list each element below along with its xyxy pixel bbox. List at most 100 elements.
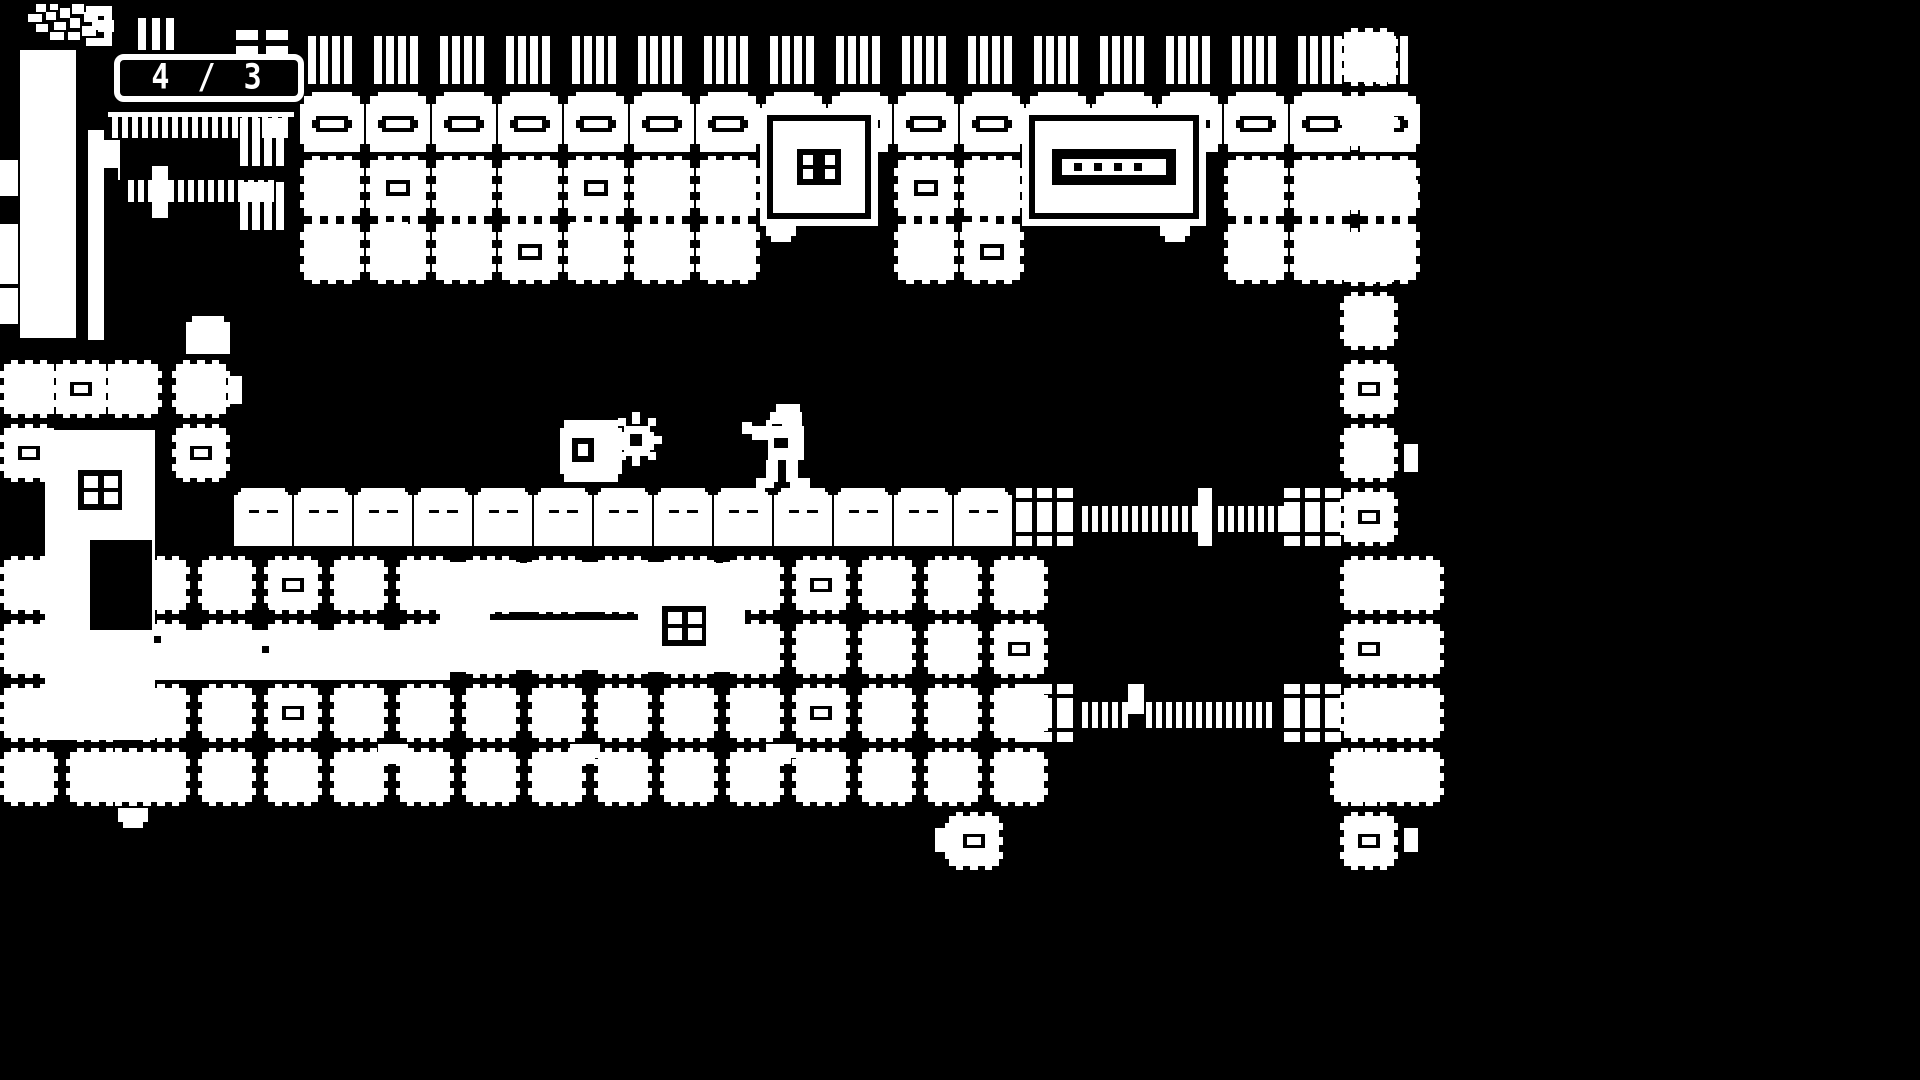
- tile-pod: [414, 488, 472, 546]
- tile-grate: [828, 28, 892, 92]
- tile-brick: [858, 748, 916, 806]
- flame-pixel: [82, 26, 96, 36]
- tile-brick: [330, 556, 388, 614]
- tile-brick: [396, 684, 454, 742]
- tile-brick: [1340, 92, 1398, 150]
- tile-pill: [894, 92, 958, 156]
- pipe-valve: [1128, 684, 1144, 714]
- tile-brick: [945, 812, 1003, 870]
- wall-stub: [228, 376, 242, 404]
- tile-pill: [1224, 92, 1288, 156]
- tile-brick: [858, 684, 916, 742]
- tile-brick: [792, 620, 850, 678]
- tile-brick: [1340, 620, 1398, 678]
- floating-rock: [186, 322, 230, 354]
- tile-brick: [52, 360, 110, 418]
- tile-brick: [990, 620, 1048, 678]
- glyph-3: [104, 14, 112, 22]
- tile-brick: [726, 684, 784, 742]
- tile-brick: [792, 748, 850, 806]
- orb-spike: [618, 452, 626, 460]
- pipe-valve: [152, 166, 168, 218]
- enemy-eyeball[interactable]: [560, 420, 622, 482]
- player-torso-detail: [774, 438, 788, 448]
- tile-brick: [1224, 156, 1288, 220]
- tile-brick: [894, 220, 958, 284]
- meter-cell: [266, 30, 288, 40]
- flame-pixel: [50, 32, 64, 40]
- tile-brick: [1340, 424, 1398, 482]
- tile-brick: [564, 156, 628, 220]
- corridor-snake-mid-fill: [447, 627, 638, 663]
- tile-brick: [924, 556, 982, 614]
- orb-core: [630, 434, 642, 446]
- player-weapon: [742, 426, 782, 434]
- keyhole-dot: [688, 628, 702, 640]
- tile-brick: [366, 156, 430, 220]
- ceiling-drip: [1160, 222, 1190, 244]
- tile-brick: [198, 748, 256, 806]
- tile-grate: [232, 174, 296, 238]
- orb-spike: [618, 418, 626, 426]
- tile-brick: [300, 156, 364, 220]
- ammo-counter-label: 4 / 3: [151, 57, 267, 98]
- flame-pixel: [60, 8, 70, 18]
- orb-spike: [652, 436, 662, 444]
- pipe-run: [128, 180, 278, 202]
- tile-pod: [294, 488, 352, 546]
- orb-spike: [632, 412, 640, 424]
- tile-brick: [1340, 556, 1398, 614]
- tile-pill: [432, 92, 496, 156]
- tile-brick: [894, 156, 958, 220]
- tile-brick: [660, 748, 718, 806]
- tile-brick: [630, 156, 694, 220]
- flame-pixel: [36, 4, 46, 12]
- tile-brick: [1340, 488, 1398, 546]
- orb-spike: [648, 452, 656, 460]
- tile-pod: [234, 488, 292, 546]
- tile-brick: [264, 748, 322, 806]
- glyph-3: [86, 38, 112, 46]
- glyph-3: [92, 22, 112, 30]
- wall-stub: [0, 160, 18, 196]
- machine-block: [1282, 684, 1344, 742]
- tile-brick: [1386, 620, 1444, 678]
- tile-brick: [498, 156, 562, 220]
- charge-bar: [152, 18, 160, 50]
- flame-pixel: [28, 14, 42, 22]
- tile-brick: [924, 684, 982, 742]
- enemy-spiked-orb[interactable]: [612, 410, 662, 466]
- tile-pod: [654, 488, 712, 546]
- tile-brick: [432, 156, 496, 220]
- meter-cell: [266, 46, 288, 56]
- tile-grate: [1158, 28, 1222, 92]
- ceiling-drip: [378, 744, 408, 766]
- chest-small: [760, 108, 878, 226]
- ceiling-drip: [766, 744, 796, 766]
- tile-brick: [792, 556, 850, 614]
- ceiling-drip: [378, 222, 408, 244]
- glyph-3: [104, 30, 112, 38]
- tile-brick: [1340, 360, 1398, 418]
- player-character[interactable]: [742, 404, 826, 500]
- tile-brick: [198, 556, 256, 614]
- tile-pill: [630, 92, 694, 156]
- keyhole-dot: [688, 612, 702, 624]
- tile-brick: [1340, 28, 1398, 86]
- tile-brick: [1340, 156, 1398, 214]
- tile-grate: [366, 28, 430, 92]
- machine-block: [1014, 684, 1076, 742]
- tile-pod: [594, 488, 652, 546]
- tile-brick: [104, 748, 162, 806]
- tile-grate: [696, 28, 760, 92]
- keyhole-dot: [668, 628, 682, 640]
- ammo-counter[interactable]: 4 / 3: [114, 54, 304, 102]
- corridor-notch: [154, 636, 161, 643]
- pipe-run: [1146, 702, 1276, 728]
- tile-brick: [630, 220, 694, 284]
- tile-pod: [894, 488, 952, 546]
- orb-spike: [648, 418, 656, 426]
- ceiling-drip: [118, 808, 148, 830]
- tile-brick: [432, 220, 496, 284]
